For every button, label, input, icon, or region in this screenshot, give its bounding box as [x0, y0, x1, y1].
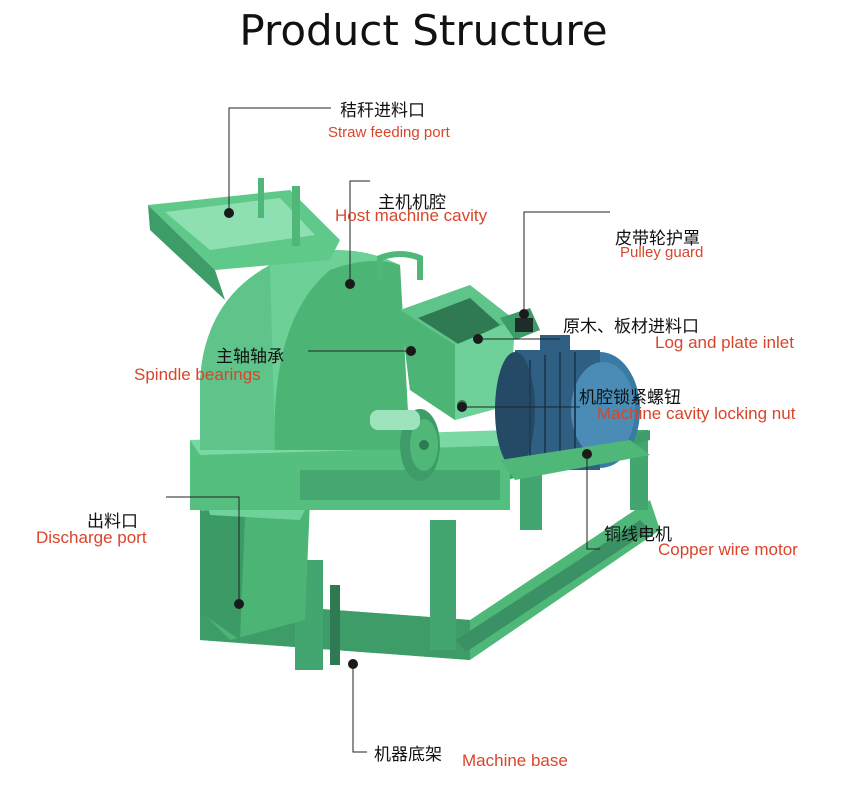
label-log-plate-inlet-en: Log and plate inlet: [655, 333, 794, 353]
label-cavity-locking-nut-en: Machine cavity locking nut: [597, 404, 795, 424]
label-spindle-bearings-en: Spindle bearings: [134, 365, 261, 385]
label-straw-feeding-port-zh: 秸秆进料口: [340, 96, 425, 121]
label-copper-wire-motor-en: Copper wire motor: [658, 540, 798, 560]
label-discharge-port-en: Discharge port: [36, 528, 147, 548]
discharge-chute: [200, 495, 310, 640]
label-straw-feeding-port-en: Straw feeding port: [328, 124, 450, 141]
label-pulley-guard-en: Pulley guard: [620, 244, 703, 261]
label-machine-base-zh: 机器底架: [374, 740, 442, 765]
label-machine-base-en: Machine base: [462, 751, 568, 771]
label-host-machine-cavity-en: Host machine cavity: [335, 206, 487, 226]
label-spindle-bearings-zh: 主轴轴承: [216, 342, 284, 367]
